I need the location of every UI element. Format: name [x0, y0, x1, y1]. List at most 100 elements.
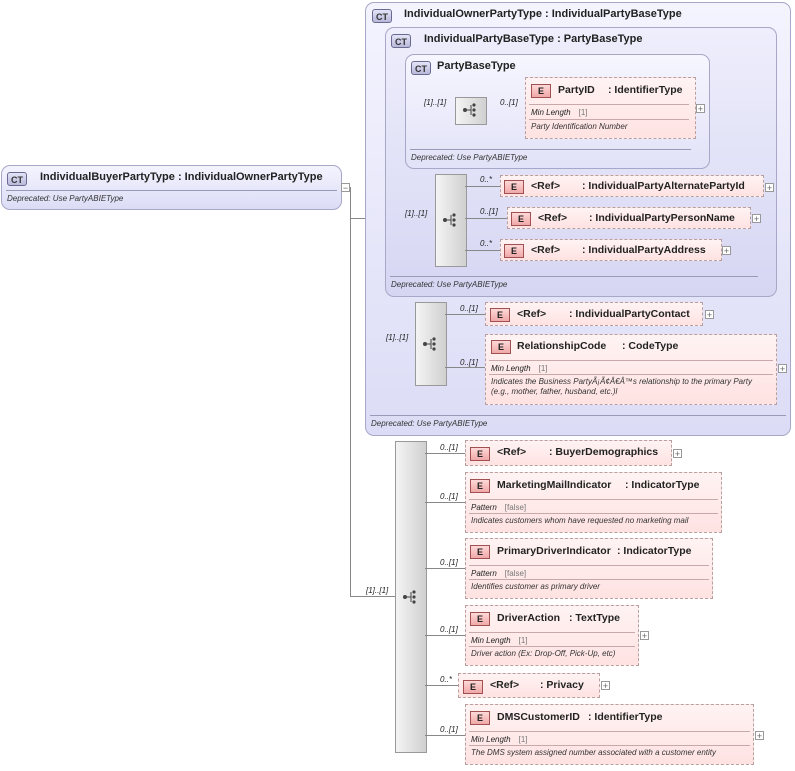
element-name: : IndividualPartyAddress — [582, 244, 706, 256]
sequence-icon — [443, 213, 456, 227]
element-doc: Party Identification Number — [531, 122, 628, 131]
connector — [445, 367, 485, 368]
ct-badge: CT — [7, 172, 27, 186]
element-address[interactable]: E <Ref> : IndividualPartyAddress — [500, 239, 722, 261]
seq-card: [1]..[1] — [386, 333, 409, 342]
element-type: : IndicatorType — [625, 479, 700, 491]
element-name: : IndividualPartyContact — [569, 308, 690, 320]
connector — [425, 502, 465, 503]
element-primary-driver-indicator[interactable]: E PrimaryDriverIndicator : IndicatorType… — [465, 538, 713, 599]
divider — [410, 149, 691, 150]
element-driver-action[interactable]: E DriverAction : TextType Min Length[1] … — [465, 605, 639, 666]
element-name: : IndividualPartyPersonName — [589, 212, 735, 224]
element-alternate-party-id[interactable]: E <Ref> : IndividualPartyAlternatePartyI… — [500, 175, 764, 197]
element-name: DMSCustomerID — [497, 711, 580, 723]
expand-icon[interactable]: + — [722, 246, 731, 256]
sequence-icon — [423, 337, 436, 351]
base-note: Deprecated: Use PartyABIEType — [391, 280, 508, 289]
element-type: : CodeType — [622, 340, 679, 352]
element-badge: E — [504, 180, 524, 194]
cardinality-label: 0..* — [480, 239, 493, 248]
expand-icon[interactable]: + — [755, 731, 764, 741]
connector — [445, 314, 485, 315]
connector — [350, 187, 351, 596]
cardinality-label: 0..[1] — [440, 492, 458, 501]
divider — [529, 119, 689, 120]
element-badge: E — [470, 479, 490, 493]
element-ref: <Ref> — [531, 180, 561, 192]
facet: Min Length[1] — [531, 108, 588, 117]
element-badge: E — [470, 612, 490, 626]
sequence-compositor-base[interactable] — [435, 174, 467, 267]
cardinality-label: 0..[1] — [480, 207, 498, 216]
expand-icon[interactable]: + — [640, 631, 649, 641]
sequence-compositor-owner[interactable] — [415, 302, 447, 386]
element-person-name[interactable]: E <Ref> : IndividualPartyPersonName — [507, 207, 751, 229]
divider — [469, 646, 635, 647]
element-type: : IdentifierType — [588, 711, 663, 723]
connector — [425, 453, 465, 454]
expand-icon[interactable]: + — [673, 449, 682, 459]
facet: Min Length[1] — [471, 735, 528, 744]
element-privacy[interactable]: E <Ref> : Privacy — [458, 673, 600, 698]
owner-note: Deprecated: Use PartyABIEType — [371, 419, 488, 428]
element-name: : IndividualPartyAlternatePartyId — [582, 180, 745, 192]
element-doc: Indicates the Business PartyÃ¡Ã¢Â€Â™s re… — [491, 377, 753, 386]
collapse-toggle-icon[interactable]: − — [341, 183, 350, 193]
connector — [425, 685, 458, 686]
element-name: DriverAction — [497, 612, 561, 624]
expand-icon[interactable]: + — [778, 364, 787, 374]
element-name: MarketingMailIndicator — [497, 479, 612, 491]
expand-icon[interactable]: + — [696, 104, 705, 114]
partybase-type-title: PartyBaseType — [437, 60, 516, 72]
element-contact[interactable]: E <Ref> : IndividualPartyContact — [485, 302, 703, 326]
cardinality-label: 0..[1] — [460, 358, 478, 367]
expand-icon[interactable]: + — [601, 681, 610, 691]
seq-card: [1]..[1] — [405, 209, 428, 218]
sequence-compositor-buyer[interactable] — [395, 441, 427, 753]
expand-icon[interactable]: + — [765, 183, 774, 193]
sequence-icon — [403, 590, 416, 604]
element-ref: <Ref> — [497, 446, 527, 458]
element-badge: E — [490, 308, 510, 322]
divider — [469, 565, 709, 566]
ct-badge: CT — [391, 34, 411, 48]
ct-badge: CT — [372, 9, 392, 23]
divider — [489, 360, 773, 361]
divider — [469, 579, 709, 580]
sequence-icon — [463, 103, 476, 117]
base-type-title: IndividualPartyBaseType : PartyBaseType — [424, 33, 643, 45]
element-party-id[interactable]: E PartyID : IdentifierType Min Length[1]… — [525, 77, 696, 139]
element-ref: <Ref> — [538, 212, 568, 224]
element-relationship-code[interactable]: E RelationshipCode : CodeType Min Length… — [485, 334, 777, 405]
cardinality-label: 0..[1] — [460, 304, 478, 313]
connector — [350, 218, 365, 219]
seq-card: [1]..[1] — [424, 98, 447, 107]
element-buyer-demographics[interactable]: E <Ref> : BuyerDemographics — [465, 440, 672, 466]
divider — [469, 513, 718, 514]
element-badge: E — [511, 212, 531, 226]
expand-icon[interactable]: + — [752, 214, 761, 224]
ct-badge: CT — [411, 61, 431, 75]
seq-card: [1]..[1] — [366, 586, 389, 595]
element-badge: E — [531, 84, 551, 98]
facet: Pattern[false] — [471, 503, 527, 512]
divider — [469, 499, 718, 500]
expand-icon[interactable]: + — [705, 310, 714, 320]
element-doc: Identifies customer as primary driver — [471, 582, 600, 591]
sequence-compositor-partybase[interactable] — [455, 97, 487, 125]
divider — [489, 374, 773, 375]
cardinality-label: 0..[1] — [440, 558, 458, 567]
element-ref: <Ref> — [531, 244, 561, 256]
divider — [390, 276, 758, 277]
element-name: PrimaryDriverIndicator — [497, 545, 611, 557]
element-badge: E — [470, 447, 490, 461]
divider — [6, 190, 337, 191]
element-dms-customer-id[interactable]: E DMSCustomerID : IdentifierType Min Len… — [465, 704, 754, 765]
element-doc: Indicates customers whom have requested … — [471, 516, 689, 525]
divider — [370, 415, 786, 416]
root-type-box[interactable]: CT IndividualBuyerPartyType : Individual… — [1, 165, 342, 210]
element-name: : BuyerDemographics — [549, 446, 659, 458]
connector — [350, 596, 395, 597]
element-marketing-mail-indicator[interactable]: E MarketingMailIndicator : IndicatorType… — [465, 472, 722, 533]
